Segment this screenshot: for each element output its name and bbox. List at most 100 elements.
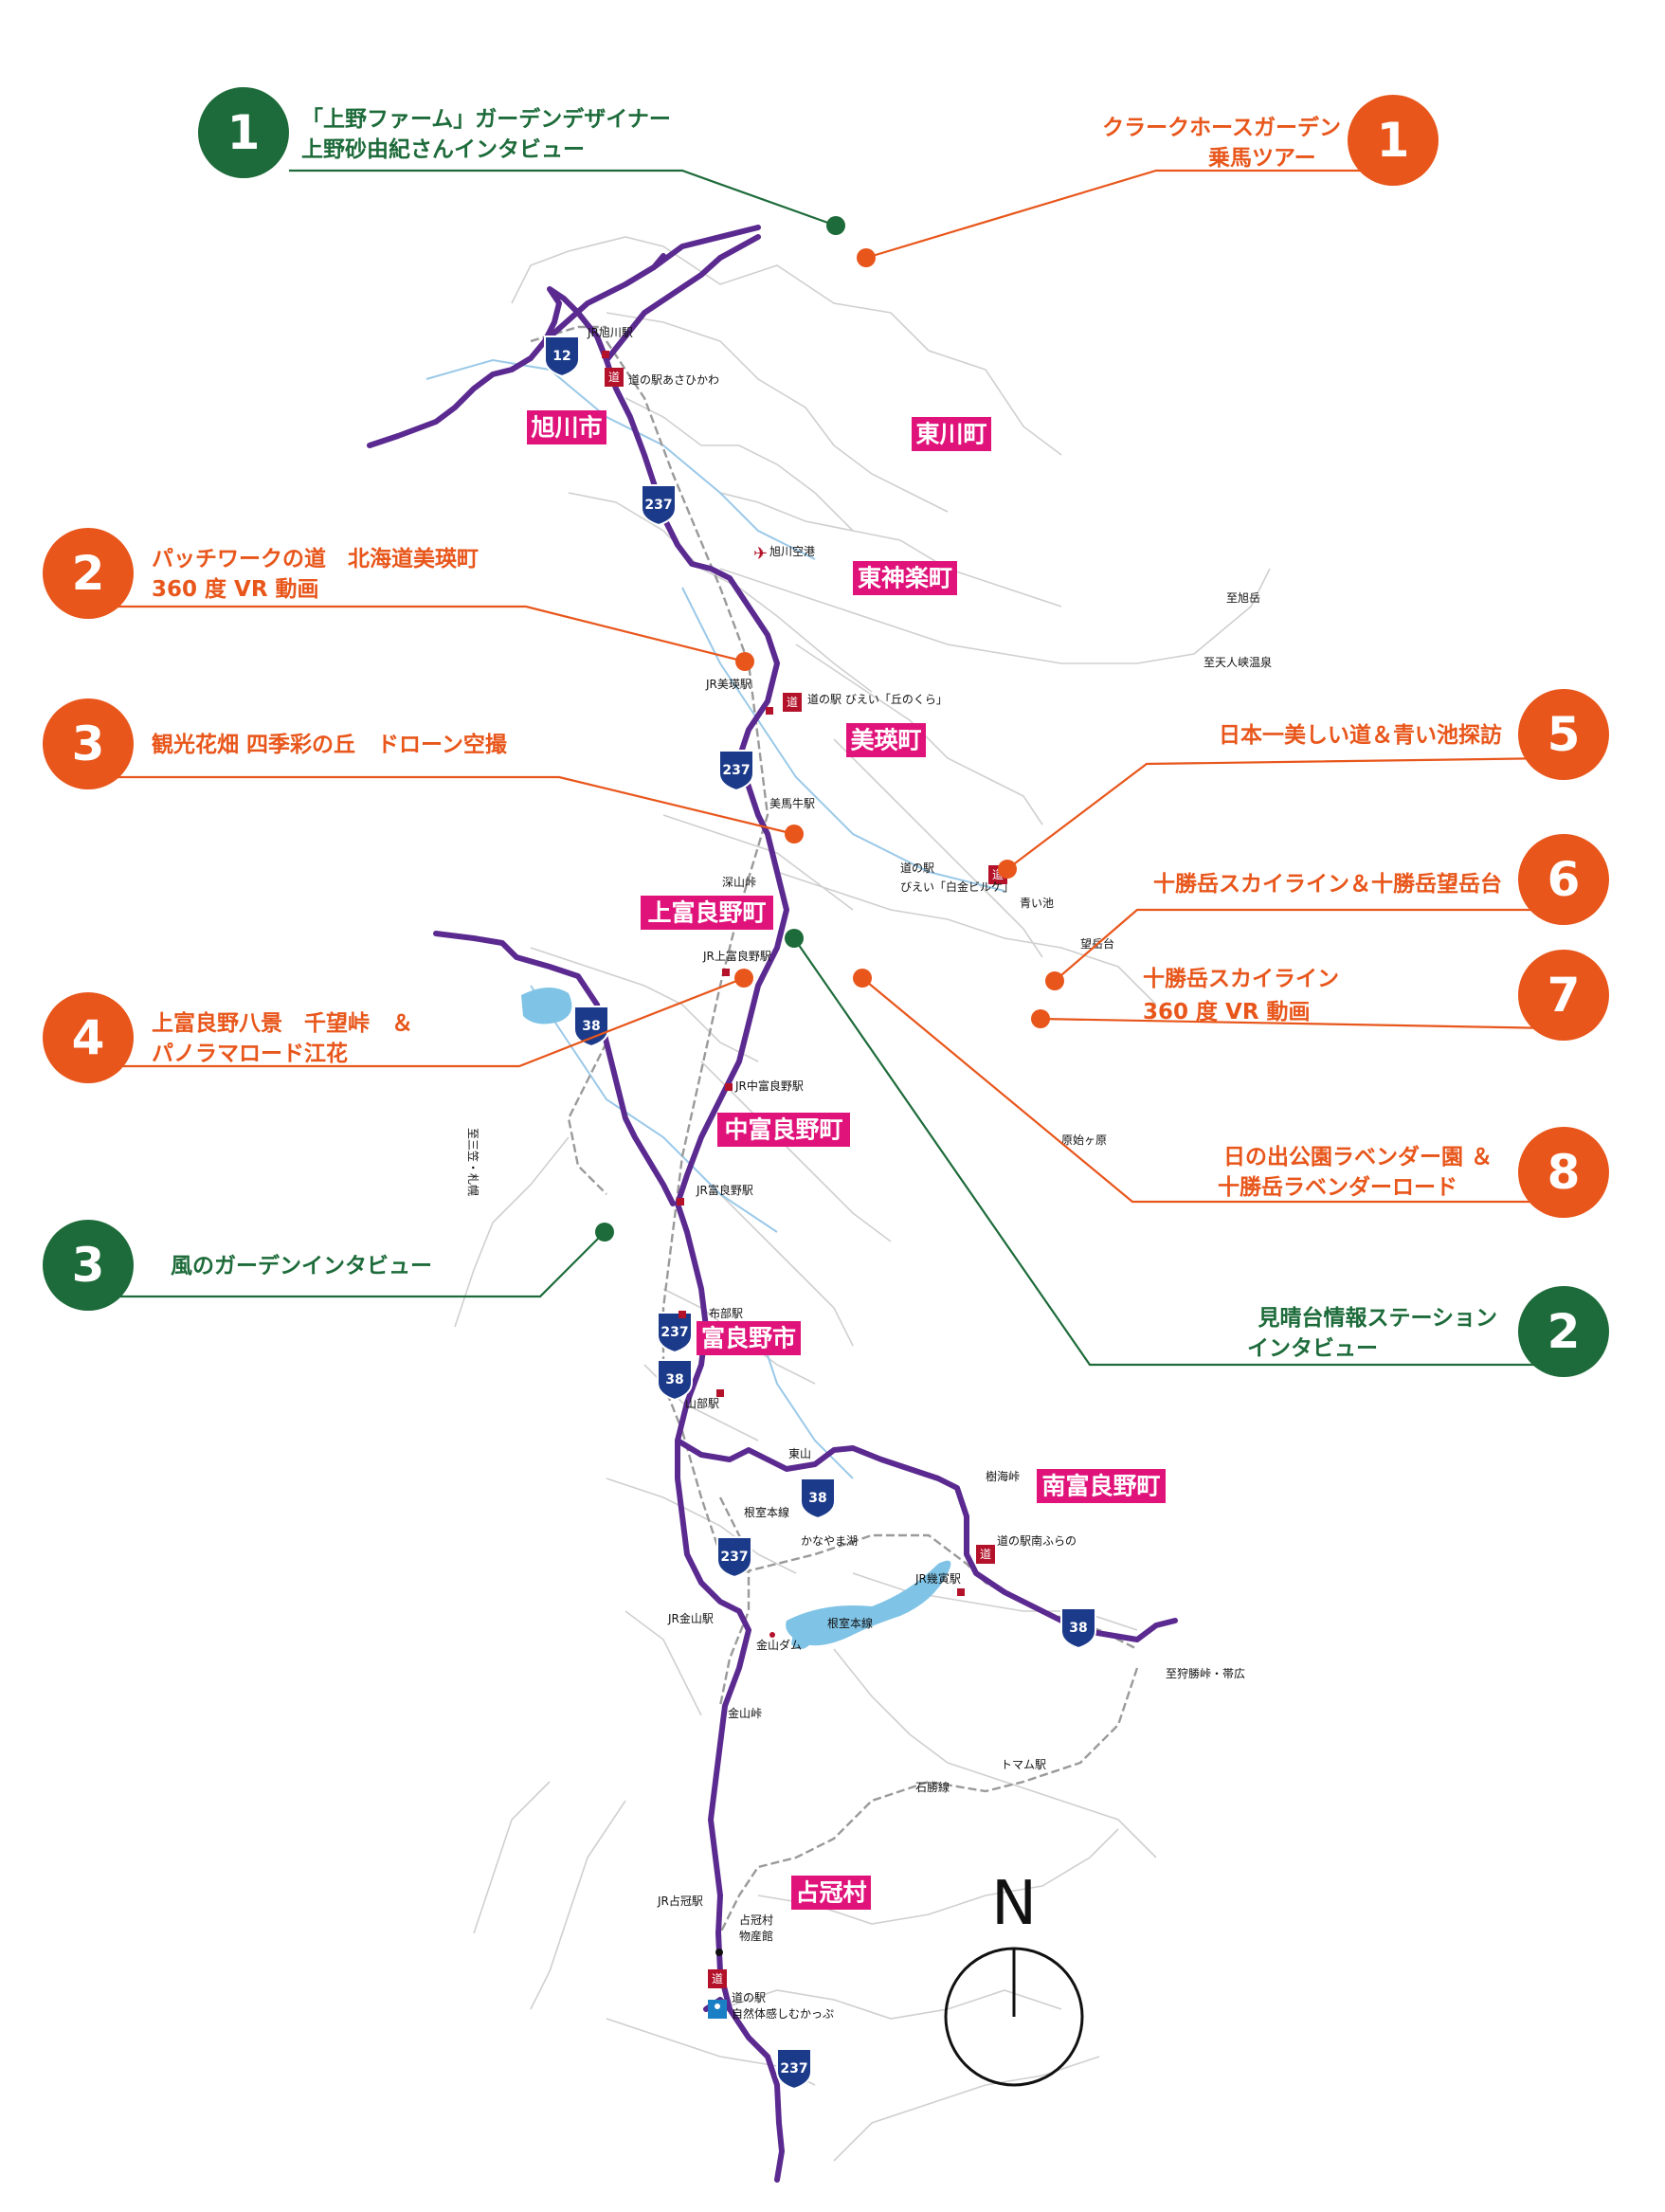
callout-title: 日の出公園ラベンダー園 ＆ [1223,1144,1493,1169]
town-label: 上富良野町 [647,899,766,927]
route-shield-icon: 38 [800,1478,836,1520]
callout-orange-5[interactable]: 5 日本一美しい道＆青い池探訪 [1219,689,1609,780]
route-number: 38 [665,1372,683,1387]
town-label: 東川町 [915,421,986,448]
place-label: 金山ダム [756,1638,802,1652]
airplane-icon: ✈ [753,544,768,564]
place-label: 深山峠 [722,875,756,889]
callout-title: 観光花畑 四季彩の丘 ドローン空撮 [152,732,508,757]
callout-orange-4[interactable]: 4 上富良野八景 千望峠 ＆ パノラマロード江花 [43,992,413,1083]
town-label: 占冠村 [795,1879,866,1907]
place-label: JR富良野駅 [696,1183,753,1197]
callout-green-2[interactable]: 2 見晴台情報ステーション インタビュー [1247,1286,1609,1377]
place-label: 道の駅 [900,861,934,875]
route-shield-icon: 237 [641,484,677,527]
compass-label: N [991,1869,1037,1939]
place-label: JR金山駅 [667,1611,714,1625]
town-label: 富良野市 [701,1325,796,1352]
route-number: 38 [1069,1621,1087,1636]
leader-lines [100,169,1555,1367]
callout-number: 5 [1547,707,1581,762]
pin-orange-8 [853,969,872,988]
callout-orange-3[interactable]: 3 観光花畑 四季彩の丘 ドローン空撮 [43,698,508,789]
route-shield-icon: 237 [716,1536,752,1579]
callout-number: 3 [72,1238,105,1293]
callout-number: 7 [1547,968,1581,1023]
place-label: 至天人峡温泉 [1204,656,1272,669]
callout-title: 十勝岳スカイライン＆十勝岳望岳台 [1153,871,1502,897]
callout-orange-2[interactable]: 2 パッチワークの道 北海道美瑛町 360 度 VR 動画 [43,528,479,619]
callout-title: 日本一美しい道＆青い池探訪 [1219,722,1502,748]
town-label: 東神楽町 [858,565,952,592]
callout-title: 風のガーデンインタビュー [171,1253,432,1278]
callout-orange-7[interactable]: 7 十勝岳スカイライン 360 度 VR 動画 [1143,950,1609,1041]
place-label: 青い池 [1020,897,1054,910]
callout-orange-1[interactable]: 1 クラークホースガーデン 乗馬ツアー [1102,95,1439,186]
place-label: トマム駅 [1001,1758,1046,1771]
place-label-vertical: 至三笠・札幌 [466,1128,480,1196]
pin-orange-2 [735,652,754,671]
place-label: 道の駅 びえい「丘のくら」 [807,693,948,706]
place-label: かなやま湖 [801,1533,858,1548]
town-label: 中富良野町 [724,1116,842,1144]
callout-title: インタビュー [1247,1336,1378,1361]
place-label: 自然体感しむかっぷ [732,2006,834,2021]
lake-kanayama [786,1560,951,1646]
route-shield-icon: 237 [718,750,754,792]
pin-orange-6 [1045,971,1064,990]
callout-title: 360 度 VR 動画 [152,576,319,602]
route-number: 237 [644,498,672,513]
route-shield-icon: 12 [544,335,580,378]
pin-green-1 [826,216,845,235]
activity-icon [708,2000,727,2019]
place-label: JR占冠駅 [657,1894,703,1908]
route-number: 237 [720,1550,748,1565]
callout-number: 6 [1547,852,1581,907]
route-shield-icon: 38 [1060,1607,1096,1650]
callout-number: 1 [1377,113,1410,168]
pin-green-2 [785,929,804,948]
pin-orange-7 [1031,1009,1050,1028]
place-label: 原始ヶ原 [1061,1133,1107,1147]
town-label: 南富良野町 [1041,1473,1160,1500]
route-shield-icon: 38 [657,1359,693,1402]
pin-orange-4 [734,969,753,988]
callout-title: 上富良野八景 千望峠 ＆ [152,1010,413,1036]
town-label: 旭川市 [530,414,602,442]
lakes [521,987,951,1649]
svg-text:道: 道 [712,1972,723,1985]
place-label: 山部駅 [685,1396,719,1410]
route-number: 237 [780,2061,807,2076]
callout-orange-6[interactable]: 6 十勝岳スカイライン＆十勝岳望岳台 [1153,834,1609,925]
place-label: 至旭岳 [1226,591,1260,605]
place-label: 美馬牛駅 [769,796,815,810]
callout-green-3[interactable]: 3 風のガーデンインタビュー [43,1220,432,1311]
place-label: 道の駅南ふらの [997,1533,1077,1548]
callout-title: パッチワークの道 北海道美瑛町 [152,546,479,571]
callout-number: 2 [1547,1304,1581,1359]
town-label: 美瑛町 [850,727,921,754]
callout-orange-8[interactable]: 8 日の出公園ラベンダー園 ＆ 十勝岳ラベンダーロード [1218,1127,1609,1218]
callout-green-1[interactable]: 1 「上野ファーム」ガーデンデザイナー 上野砂由紀さんインタビュー [198,87,671,178]
town-labels: 旭川市 東川町 東神楽町 美瑛町 上富良野町 中富良野町 富良野市 南富良野町 … [527,410,1166,1910]
route-shield-icon: 237 [776,2048,812,2091]
location-pins [595,216,1064,1242]
road-network [454,236,1271,2162]
callout-title: パノラマロード江花 [152,1042,348,1066]
pin-orange-1 [857,248,876,267]
route-shield-icon: 237 [657,1312,693,1354]
roadside-station-icon: 道 [976,1545,995,1564]
place-label: 根室本線 [827,1616,873,1630]
compass-icon: N [944,1869,1084,2087]
callout-title: 十勝岳ラベンダーロード [1218,1174,1457,1200]
route-number: 38 [808,1491,826,1506]
station-markers [602,351,965,1956]
place-label: 石勝線 [915,1780,950,1794]
svg-text:道: 道 [787,696,798,709]
callout-number: 8 [1547,1145,1581,1200]
place-label: JR美瑛駅 [705,678,751,691]
pin-green-3 [595,1223,614,1242]
callout-title: 乗馬ツアー [1208,146,1316,171]
place-label: 金山峠 [728,1706,762,1720]
